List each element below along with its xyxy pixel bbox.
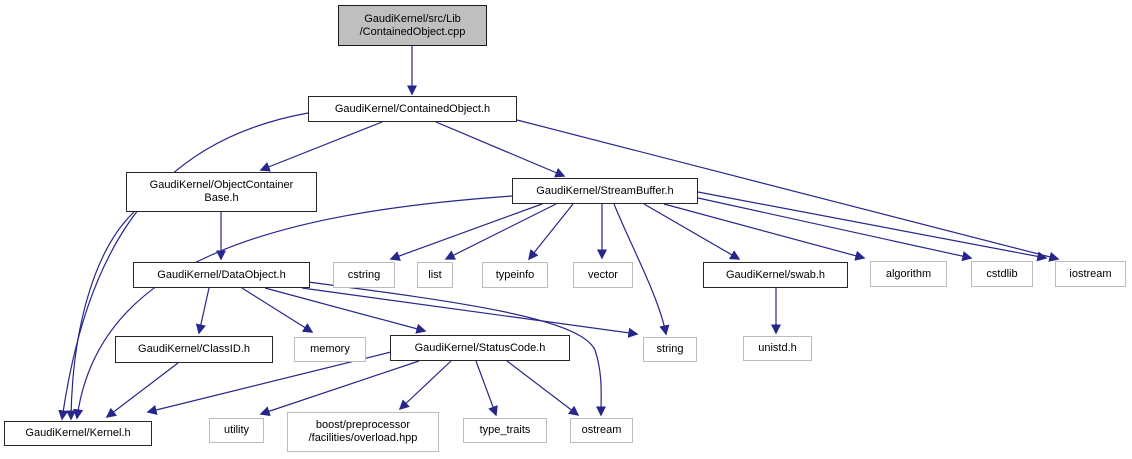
- node-label: GaudiKernel/ClassID.h: [138, 343, 250, 355]
- node-kernel-h[interactable]: GaudiKernel/Kernel.h: [4, 421, 152, 446]
- edge-streambuffer-h-to-cstdlib: [697, 197, 973, 262]
- edge-statuscode-h-to-kernel-h: [146, 351, 392, 415]
- node-label: GaudiKernel/StatusCode.h: [414, 341, 546, 354]
- edge-containedobject-h-to-kernel-h: [58, 112, 309, 421]
- node-label: cstdlib: [986, 267, 1018, 280]
- node-containedobject-h[interactable]: GaudiKernel/ContainedObject.h: [308, 96, 517, 122]
- node-objectcontainerbase-h[interactable]: GaudiKernel/ObjectContainer Base.h: [126, 172, 317, 212]
- node-iostream: iostream: [1055, 261, 1126, 287]
- edge-streambuffer-h-to-cstring: [389, 203, 543, 261]
- node-cstdlib: cstdlib: [971, 261, 1033, 287]
- node-label: vector: [588, 268, 618, 281]
- node-string: string: [643, 337, 697, 362]
- node-label: string: [656, 343, 684, 355]
- node-list: list: [417, 262, 453, 288]
- node-label: GaudiKernel/DataObject.h: [157, 268, 286, 281]
- edge-dataobject-h-to-statuscode-h: [264, 287, 427, 334]
- node-typeinfo: typeinfo: [482, 262, 548, 288]
- node-label: typeinfo: [495, 268, 535, 281]
- edge-dataobject-h-to-ostream: [307, 281, 607, 417]
- node-algorithm: algorithm: [870, 261, 947, 287]
- node-streambuffer-h[interactable]: GaudiKernel/StreamBuffer.h: [512, 178, 698, 204]
- node-label: GaudiKernel/swab.h: [725, 268, 826, 281]
- edge-dataobject-h-to-string: [301, 287, 639, 338]
- node-label: GaudiKernel/Kernel.h: [25, 427, 131, 439]
- node-memory: memory: [294, 337, 366, 362]
- node-label: iostream: [1069, 267, 1112, 280]
- node-label: GaudiKernel/ObjectContainer Base.h: [149, 179, 294, 204]
- node-label: type_traits: [479, 424, 531, 436]
- node-label: algorithm: [885, 267, 932, 280]
- edge-streambuffer-h-to-typeinfo: [528, 203, 574, 261]
- node-label: GaudiKernel/ContainedObject.h: [334, 102, 491, 115]
- edge-streambuffer-h-to-kernel-h: [73, 195, 513, 420]
- node-label: unistd.h: [758, 342, 797, 354]
- edge-streambuffer-h-to-string: [613, 203, 670, 336]
- edge-statuscode-h-to-utility: [259, 360, 420, 417]
- edge-streambuffer-h-to-iostream: [697, 191, 1048, 262]
- edge-containedobject-h-to-objectcontainerbase-h: [259, 121, 383, 172]
- node-boost-overload-hpp: boost/preprocessor /facilities/overload.…: [287, 412, 439, 452]
- node-statuscode-h[interactable]: GaudiKernel/StatusCode.h: [390, 335, 570, 361]
- node-classid-h[interactable]: GaudiKernel/ClassID.h: [115, 336, 273, 363]
- node-label: GaudiKernel/StreamBuffer.h: [536, 184, 674, 197]
- node-label: GaudiKernel/src/Lib /ContainedObject.cpp: [359, 12, 466, 38]
- node-label: boost/preprocessor /facilities/overload.…: [308, 419, 418, 444]
- node-vector: vector: [573, 262, 633, 288]
- edge-dataobject-h-to-classid-h: [195, 287, 210, 335]
- node-cstring: cstring: [333, 262, 395, 288]
- node-dataobject-h[interactable]: GaudiKernel/DataObject.h: [133, 262, 310, 288]
- node-swab-h[interactable]: GaudiKernel/swab.h: [703, 262, 848, 288]
- edge-dataobject-h-to-memory: [241, 287, 314, 333]
- node-label: ostream: [581, 424, 622, 436]
- edge-containedobject-h-to-iostream: [516, 119, 1060, 262]
- edge-streambuffer-h-to-swab-h: [643, 203, 741, 260]
- node-label: utility: [223, 424, 250, 436]
- node-ostream: ostream: [570, 418, 633, 443]
- edge-statuscode-h-to-ostream: [506, 360, 580, 416]
- node-label: memory: [310, 343, 350, 355]
- edge-objectcontainerbase-h-to-kernel-h: [66, 211, 135, 421]
- edge-streambuffer-h-to-list: [444, 203, 557, 260]
- edge-classid-h-to-kernel-h: [105, 362, 179, 418]
- node-unistd-h: unistd.h: [743, 336, 812, 361]
- node-label: cstring: [347, 268, 381, 281]
- edge-statuscode-h-to-boost-overload-hpp: [398, 360, 452, 411]
- node-type-traits: type_traits: [463, 418, 547, 443]
- edge-statuscode-h-to-type-traits: [475, 360, 498, 417]
- edge-containedobject-h-to-streambuffer-h: [435, 121, 566, 178]
- edge-streambuffer-h-to-algorithm: [663, 203, 866, 261]
- node-utility: utility: [209, 418, 264, 443]
- node-src-cpp: GaudiKernel/src/Lib /ContainedObject.cpp: [338, 5, 487, 46]
- node-label: list: [428, 268, 442, 281]
